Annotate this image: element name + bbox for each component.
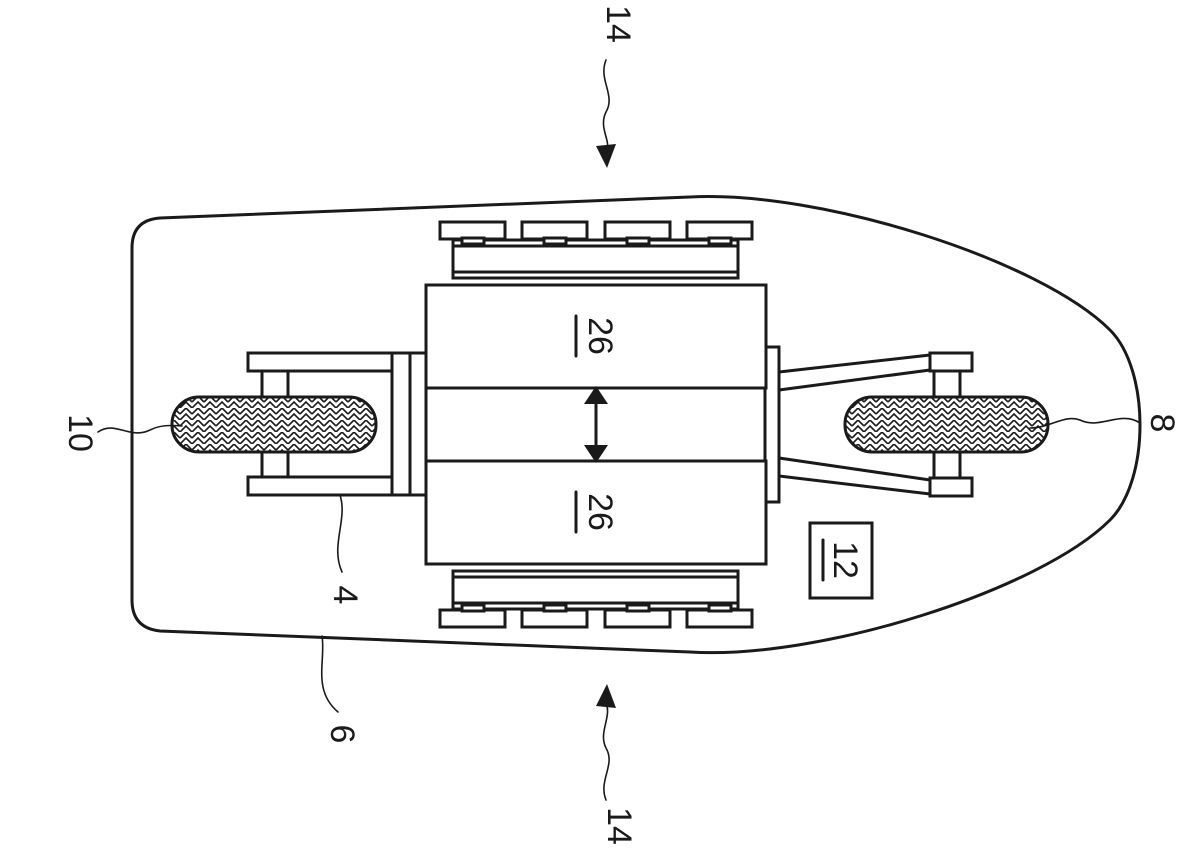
ref-4: 4 xyxy=(326,586,364,605)
hull-outline xyxy=(130,195,1142,655)
upper-track-assembly xyxy=(438,220,754,280)
leader-10 xyxy=(97,424,183,434)
gap-double-arrow xyxy=(584,386,608,463)
label-26-upper: 26 xyxy=(574,314,619,358)
lower-track-assembly xyxy=(438,569,754,629)
direction-arrow-bottom xyxy=(596,684,616,801)
rear-wheel xyxy=(170,395,378,454)
ref-6: 6 xyxy=(323,725,361,744)
module-26-upper xyxy=(424,283,768,390)
direction-arrow-top xyxy=(596,59,616,168)
module-26-lower xyxy=(424,459,768,566)
ref-14-top: 14 xyxy=(599,5,637,43)
ref-8: 8 xyxy=(1143,414,1181,433)
ref-10: 10 xyxy=(61,414,99,452)
svg-text:12: 12 xyxy=(826,541,864,579)
leader-8 xyxy=(1029,417,1141,429)
front-wheel xyxy=(843,395,1050,454)
leader-6 xyxy=(320,635,339,713)
svg-text:26: 26 xyxy=(581,493,619,531)
leader-4 xyxy=(336,494,343,573)
component-12-box xyxy=(808,521,874,600)
front-wheel-fork xyxy=(763,345,974,504)
ref-14-bottom: 14 xyxy=(600,807,638,845)
label-26-lower: 26 xyxy=(574,490,619,534)
svg-text:26: 26 xyxy=(581,317,619,355)
label-12: 12 xyxy=(821,538,864,582)
